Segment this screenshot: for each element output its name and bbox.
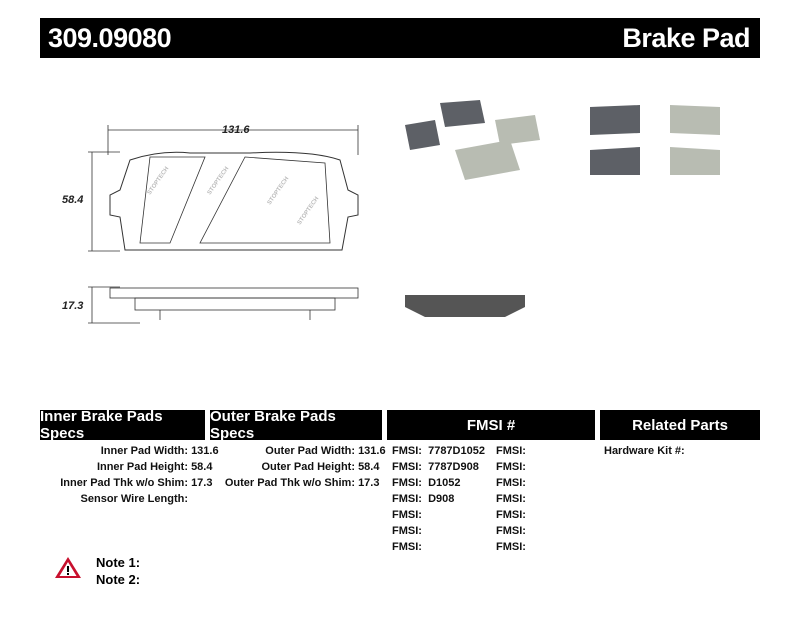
fmsi-row: FMSI:	[496, 525, 526, 537]
related-parts-header: Related Parts	[600, 410, 760, 440]
fmsi-row: FMSI: 7787D1052	[392, 445, 485, 457]
svg-text:STOPTECH: STOPTECH	[267, 176, 291, 206]
notes: Note 1: Note 2:	[96, 554, 140, 588]
outer-specs-list: Outer Pad Width: 131.6 Outer Pad Height:…	[210, 443, 386, 491]
outer-specs-header: Outer Brake Pads Specs	[210, 408, 382, 442]
hardware-kit: Hardware Kit #:	[604, 445, 685, 457]
note-2: Note 2:	[96, 572, 141, 587]
inner-specs-header: Inner Brake Pads Specs	[40, 408, 205, 442]
spec-row: Outer Pad Height: 58.4	[261, 461, 380, 473]
header-bar: 309.09080 Brake Pad	[40, 18, 760, 58]
inner-specs-list: Inner Pad Width: 131.6 Inner Pad Height:…	[40, 443, 219, 507]
fmsi-row: FMSI: D908	[392, 493, 455, 505]
fmsi-row: FMSI:	[496, 477, 526, 489]
fmsi-header: FMSI #	[387, 410, 595, 440]
brand-mark: STOPTECH	[147, 166, 171, 196]
fmsi-row: FMSI: 7787D908	[392, 461, 479, 473]
thickness-dimension: 17.3	[62, 300, 84, 312]
spec-row: Inner Pad Width: 131.6	[100, 445, 219, 457]
fmsi-column-2: FMSI: FMSI: FMSI: FMSI: FMSI: FMSI: FMSI…	[496, 443, 529, 555]
spec-row: Sensor Wire Length:	[80, 493, 188, 505]
category-title: Brake Pad	[622, 23, 750, 53]
width-dimension: 131.6	[222, 124, 250, 136]
product-photos	[405, 100, 720, 317]
fmsi-row: FMSI:	[496, 541, 526, 553]
fmsi-row: FMSI:	[496, 509, 526, 521]
fmsi-row: FMSI:	[392, 525, 422, 537]
fmsi-row: FMSI:	[392, 509, 422, 521]
warning-icon	[55, 557, 81, 578]
spec-row: Outer Pad Thk w/o Shim: 17.3	[224, 477, 380, 489]
note-1: Note 1:	[96, 555, 141, 570]
fmsi-row: FMSI: D1052	[392, 477, 461, 489]
spec-row: Inner Pad Height: 58.4	[96, 461, 213, 473]
svg-text:STOPTECH: STOPTECH	[297, 196, 321, 226]
fmsi-row: FMSI:	[496, 445, 526, 457]
height-dimension: 58.4	[62, 194, 84, 206]
fmsi-row: FMSI:	[496, 461, 526, 473]
spec-row: Inner Pad Thk w/o Shim: 17.3	[60, 477, 213, 489]
technical-drawing: STOPTECH STOPTECH STOPTECH STOPTECH	[88, 125, 359, 324]
fmsi-row: FMSI:	[392, 541, 422, 553]
part-number: 309.09080	[48, 23, 172, 53]
fmsi-row: FMSI:	[496, 493, 526, 505]
spec-row: Outer Pad Width: 131.6	[265, 445, 386, 457]
